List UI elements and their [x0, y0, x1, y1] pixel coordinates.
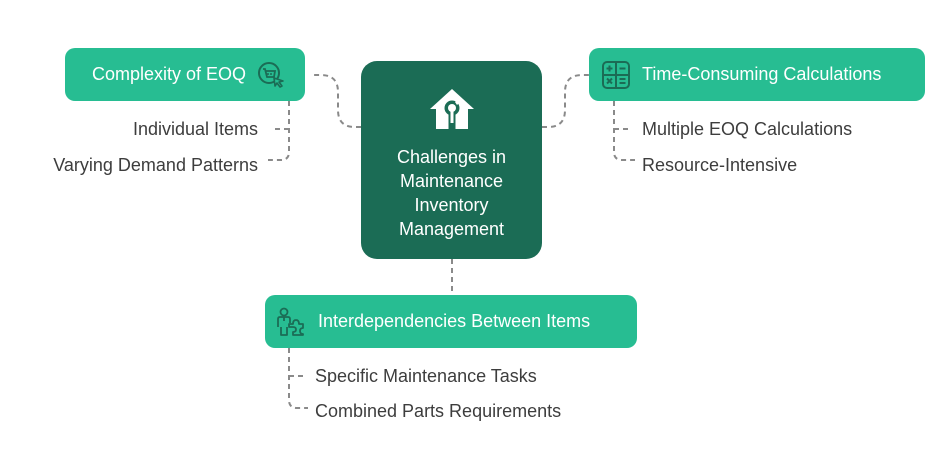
- connector-left-sub: [268, 101, 290, 161]
- subitem-combined-parts-requirements: Combined Parts Requirements: [315, 401, 562, 421]
- topic-label: Time-Consuming Calculations: [642, 64, 882, 84]
- house-wrench-icon: [429, 89, 474, 129]
- subitem-varying-demand-patterns: Varying Demand Patterns: [53, 155, 258, 175]
- central-node[interactable]: Challenges in Maintenance Inventory Mana…: [361, 61, 542, 259]
- topic-label: Interdependencies Between Items: [318, 311, 591, 331]
- connector-center-right: [542, 74, 589, 128]
- topic-label: Complexity of EOQ: [92, 64, 247, 84]
- topic-complexity-of-eoq[interactable]: Complexity of EOQ: [65, 48, 305, 101]
- subitem-individual-items: Individual Items: [132, 119, 258, 139]
- topic-time-consuming-calculations[interactable]: Time-Consuming Calculations: [589, 48, 925, 101]
- connector-right-sub: [613, 101, 635, 161]
- person-puzzle-icon: [277, 307, 304, 336]
- connector-center-left: [312, 74, 361, 128]
- cart-cursor-icon: [258, 61, 284, 88]
- central-title: Challenges in Maintenance Inventory Mana…: [396, 147, 507, 239]
- subitem-resource-intensive: Resource-Intensive: [642, 155, 798, 175]
- topic-interdependencies-between-items[interactable]: Interdependencies Between Items: [265, 295, 637, 348]
- connector-bottom-sub: [288, 348, 308, 409]
- calculator-icon: [602, 60, 630, 89]
- subitem-multiple-eoq-calculations: Multiple EOQ Calculations: [642, 119, 853, 139]
- subitem-specific-maintenance-tasks: Specific Maintenance Tasks: [315, 366, 537, 386]
